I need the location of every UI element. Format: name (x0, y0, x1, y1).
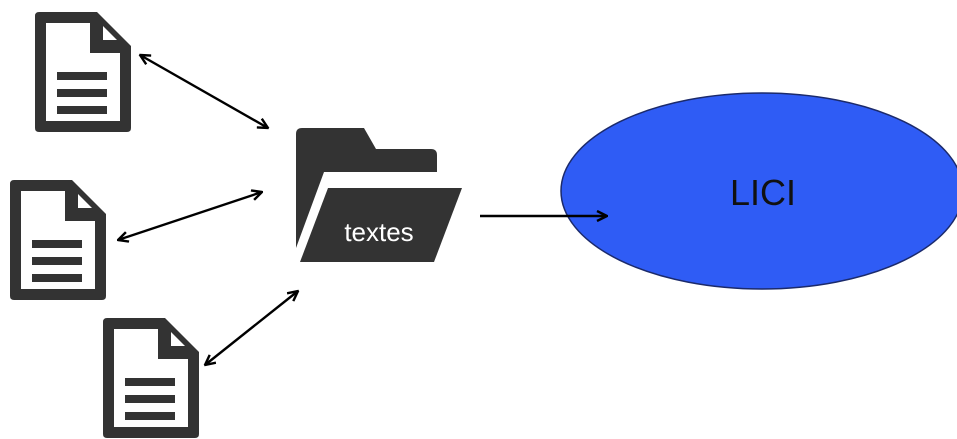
document-icon-2 (10, 180, 106, 300)
arrow-document-2-folder (118, 192, 262, 240)
document-icon-1 (35, 12, 131, 132)
arrow-document-3-folder (205, 291, 298, 365)
document-icon-3 (103, 318, 199, 438)
lici-label: LICI (730, 172, 796, 213)
arrow-document-1-folder (140, 55, 268, 128)
lici-node: LICI (560, 92, 957, 290)
folder-label: textes (344, 217, 413, 247)
folder-open-icon: textes (296, 128, 462, 262)
lici-ellipse (560, 92, 957, 290)
